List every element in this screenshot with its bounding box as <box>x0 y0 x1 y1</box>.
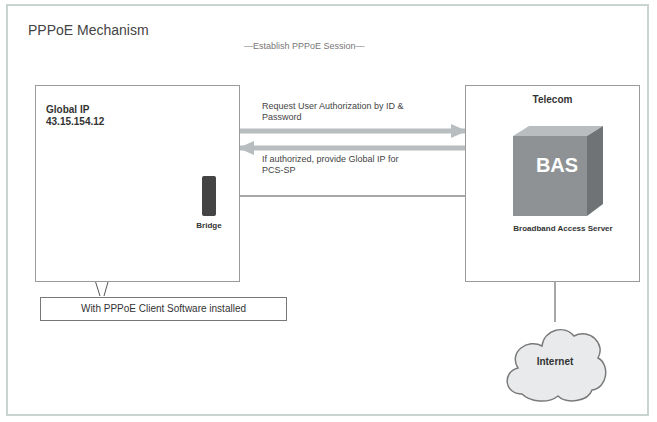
message-arrow <box>240 146 465 151</box>
arrow-label: If authorized, provide Global IP for PCS… <box>262 154 412 176</box>
node-text: Bridge <box>186 221 232 230</box>
arrow-label: Request User Authorization by ID & Passw… <box>262 101 412 123</box>
node-text: With PPPoE Client Software installed <box>41 303 286 314</box>
server-name: BAS <box>485 154 629 177</box>
session-label: —Establish PPPoE Session— <box>244 41 365 51</box>
internet-cloud: Internet <box>500 322 610 406</box>
cube-side <box>587 126 603 216</box>
bridge-body <box>202 176 216 216</box>
telecom-box: TelecomBASBroadband Access Server <box>465 85 640 282</box>
bridge-device: Bridge <box>186 176 232 246</box>
callout-box: With PPPoE Client Software installed <box>40 297 287 321</box>
bas-server: BASBroadband Access Server <box>491 124 635 256</box>
node-text: Telecom <box>466 94 639 105</box>
message-arrow <box>240 129 465 134</box>
link-line <box>232 195 491 197</box>
node-text: Broadband Access Server <box>491 224 635 233</box>
diagram-title: PPPoE Mechanism <box>28 22 149 38</box>
user-site-box: Global IP 43.15.154.12Bridge <box>35 85 240 282</box>
node-text: Internet <box>500 356 610 367</box>
node-text: Global IP 43.15.154.12 <box>46 104 126 128</box>
